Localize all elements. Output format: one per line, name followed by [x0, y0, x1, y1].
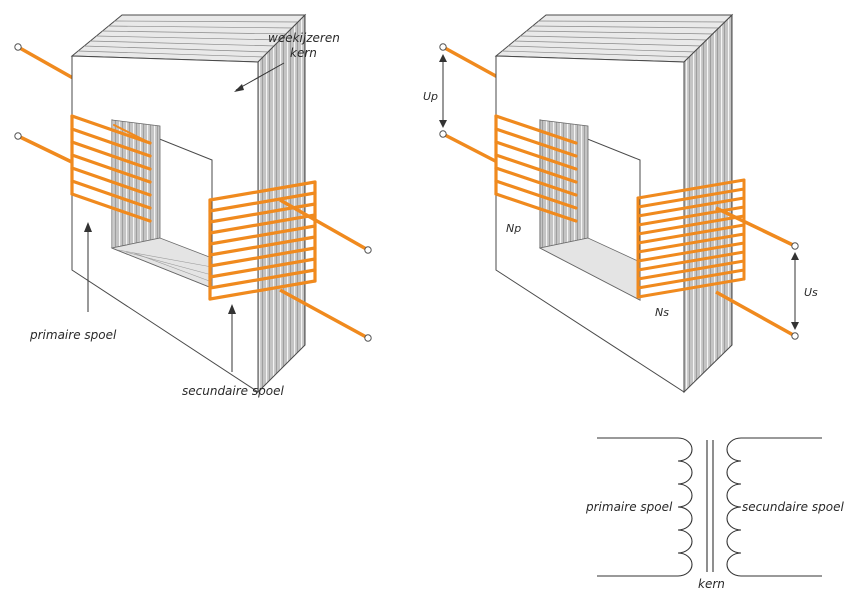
right-secondary-coil [636, 178, 746, 299]
left-secondary-coil [208, 180, 317, 301]
r-core-top-laminations [501, 20, 727, 58]
us-arrowhead-bottom [791, 322, 799, 330]
primary-lead-bottom [17, 134, 81, 168]
secondary-label-arrowhead [228, 304, 236, 314]
primary-label-arrowhead [84, 222, 92, 232]
primary-terminal-top [14, 43, 22, 51]
primary-terminal-bottom [14, 132, 22, 140]
secondary-terminal-bottom [364, 334, 372, 342]
us-arrowhead-top [791, 252, 799, 260]
r-secondary-terminal-bottom [791, 332, 799, 340]
us-label: Us [804, 286, 818, 299]
r-secondary-lead-bottom [715, 290, 796, 338]
np-label: Np [506, 222, 521, 235]
up-arrowhead-top [439, 54, 447, 62]
r-core-front-face [495, 55, 685, 393]
core-label-line1: weekijzeren [268, 31, 340, 45]
r-primary-lead-bottom [442, 132, 504, 167]
transformer-symbol [597, 437, 822, 577]
right-transformer: Up Np [423, 13, 818, 394]
up-label: Up [423, 90, 438, 103]
secondary-lead-top [279, 198, 369, 252]
right-core [494, 13, 734, 394]
ns-label: Ns [655, 306, 669, 319]
right-primary-coil [494, 114, 578, 223]
core-top-laminations [77, 20, 301, 58]
primary-label: primaire spoel [29, 328, 117, 342]
r-secondary-lead-top [715, 206, 796, 248]
symbol-primary-label: primaire spoel [585, 500, 673, 514]
core-label-line2: kern [290, 46, 317, 60]
left-core [70, 13, 307, 394]
symbol-primary-winding [597, 437, 693, 577]
r-primary-terminal-bottom [439, 130, 447, 138]
symbol-secondary-label: secundaire spoel [742, 500, 844, 514]
r-secondary-terminal-top [791, 242, 799, 250]
secondary-terminal-top [364, 246, 372, 254]
up-arrowhead-bottom [439, 120, 447, 128]
primary-lead-top [17, 45, 81, 84]
symbol-secondary-winding [726, 437, 822, 577]
left-transformer: weekijzeren kern primaire spoel secundai… [14, 13, 372, 398]
r-primary-terminal-top [439, 43, 447, 51]
core-label-pointer [235, 62, 285, 91]
core-label-arrowhead [234, 84, 244, 92]
window-inner-bottom [110, 237, 213, 289]
secondary-label: secundaire spoel [182, 384, 284, 398]
core-side-face [257, 13, 306, 394]
left-primary-coil [70, 114, 152, 223]
symbol-core-label: kern [698, 577, 725, 591]
secondary-lead-bottom [279, 288, 369, 340]
window-bottom-laminations [117, 249, 213, 283]
r-primary-lead-top [442, 45, 504, 82]
